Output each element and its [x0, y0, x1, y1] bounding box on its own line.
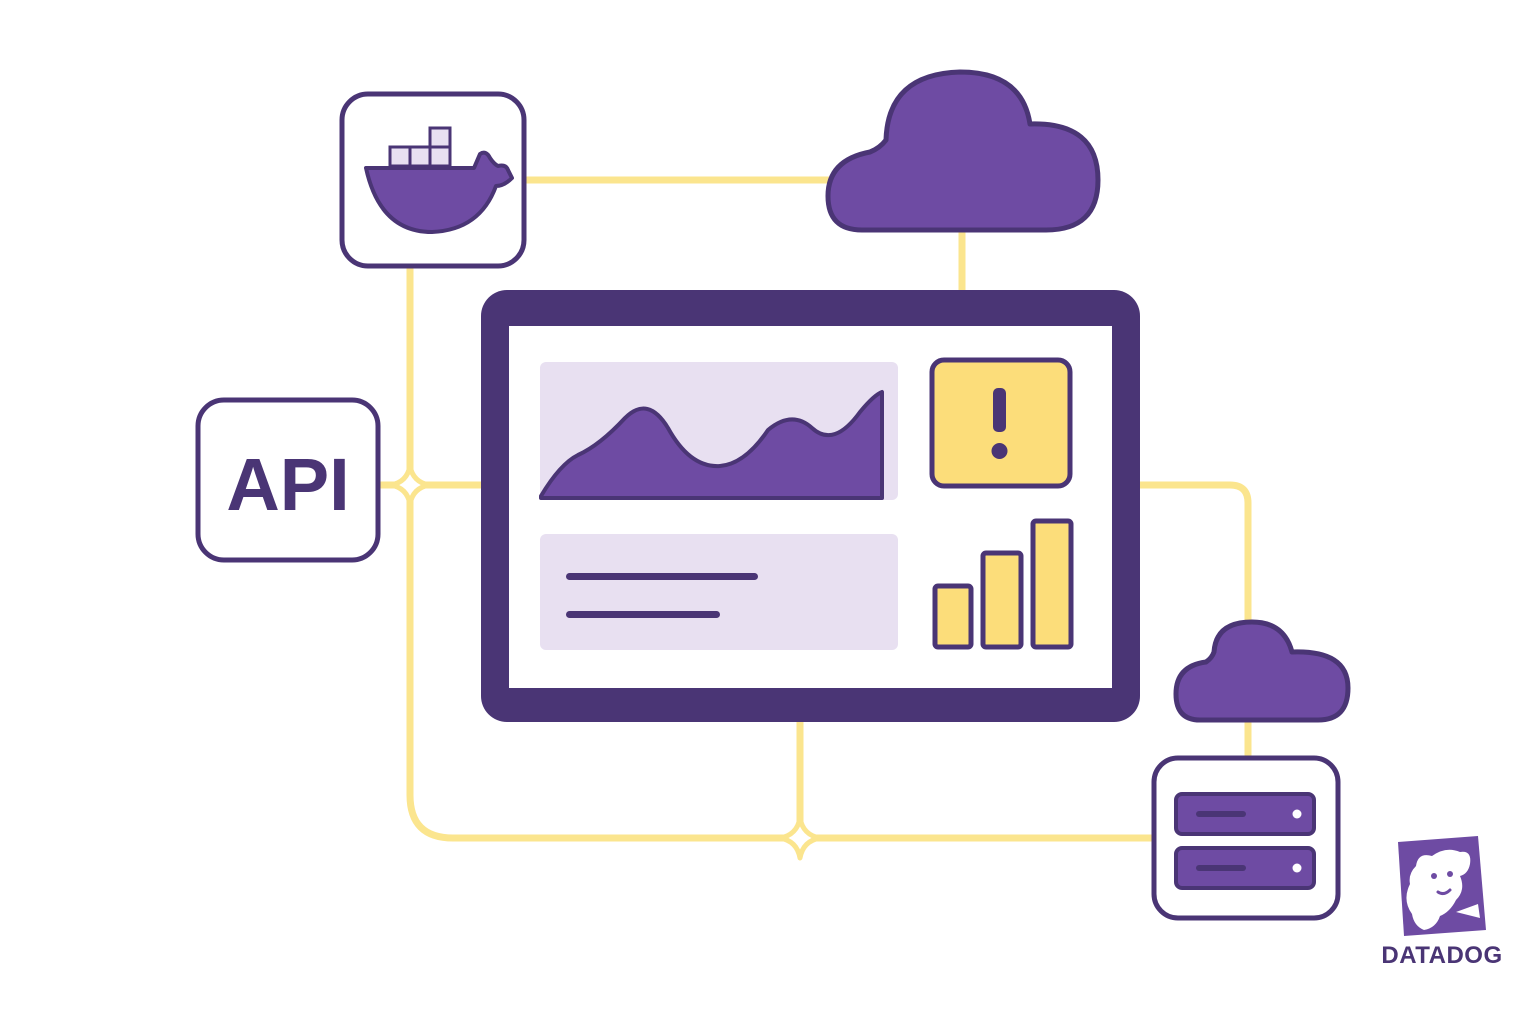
cloud-icon [825, 69, 1101, 233]
log-text-panel [540, 534, 898, 650]
text-line-1 [566, 573, 758, 580]
server-node[interactable] [1151, 755, 1341, 921]
server-rack-icon [1174, 792, 1316, 890]
area-chart-panel [539, 362, 898, 500]
connector-docker-bus [406, 262, 1156, 842]
docker-whale-icon [364, 126, 514, 234]
text-line-2 [566, 611, 720, 618]
api-node[interactable]: API [195, 397, 381, 563]
brand-name: DATADOG [1381, 942, 1502, 969]
dashboard-monitor[interactable] [481, 290, 1140, 722]
docker-node[interactable] [339, 91, 527, 269]
bar-1 [932, 583, 974, 650]
area-chart-icon [539, 390, 884, 500]
cloud-large[interactable] [825, 69, 1101, 233]
sparkle-bottom [777, 815, 823, 861]
junction-sparkles [388, 463, 823, 861]
datadog-logo: DATADOG [1381, 836, 1502, 969]
cloud-icon [1173, 619, 1351, 723]
sparkle-left [388, 463, 432, 507]
cloud-small[interactable] [1173, 619, 1351, 723]
alert-panel [929, 357, 1073, 489]
dog-logo-icon [1398, 836, 1486, 936]
bar-3 [1030, 518, 1074, 650]
api-label: API [226, 443, 349, 526]
connector-monitor-right [1136, 481, 1252, 626]
bar-2 [980, 550, 1024, 650]
bar-chart-icon [932, 518, 1074, 650]
warning-exclamation-icon [991, 388, 1008, 459]
